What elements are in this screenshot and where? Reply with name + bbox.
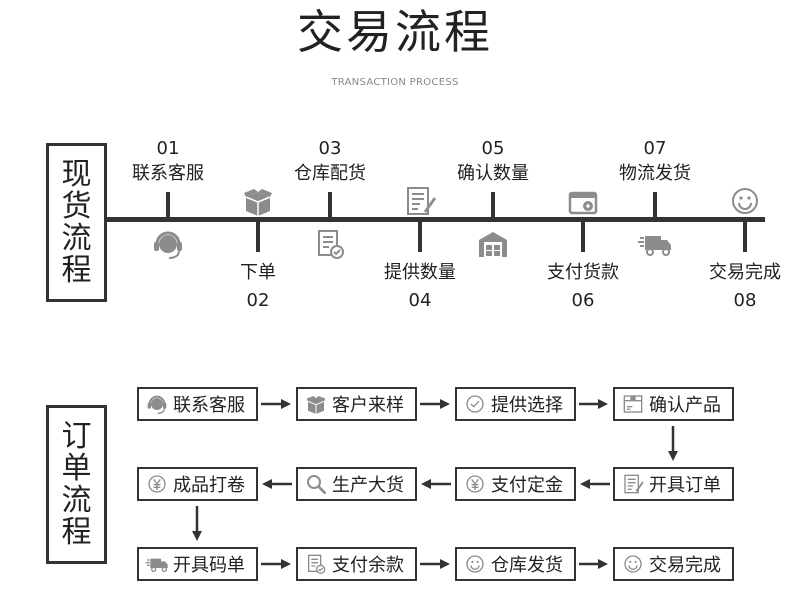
flow-step-label: 支付余款 bbox=[332, 555, 404, 576]
flow-step-box: 仓库发货 bbox=[455, 547, 576, 581]
delivery-truck-icon bbox=[145, 552, 169, 576]
flow-arrow bbox=[580, 478, 610, 490]
flow-step-box: 生产大货 bbox=[296, 467, 417, 501]
timeline-step-number: 07 bbox=[643, 138, 667, 159]
document-edit-icon bbox=[402, 183, 438, 219]
flow-step-label: 确认产品 bbox=[649, 395, 721, 416]
timeline-tick bbox=[328, 192, 332, 222]
timeline-step-number: 03 bbox=[318, 138, 342, 159]
flow-step-box: 成品打卷 bbox=[137, 467, 258, 501]
flow-step-label: 开具订单 bbox=[649, 475, 721, 496]
package-icon bbox=[240, 183, 276, 219]
flow-step-label: 支付定金 bbox=[491, 475, 563, 496]
flow-step-box: 确认产品 bbox=[613, 387, 734, 421]
timeline-step-number: 02 bbox=[246, 290, 270, 311]
package-icon bbox=[304, 392, 328, 416]
wallet-icon bbox=[565, 183, 601, 219]
timeline-tick bbox=[166, 192, 170, 222]
flow-step-label: 生产大货 bbox=[332, 475, 404, 496]
order-label-char: 订 bbox=[61, 418, 92, 454]
headset-icon bbox=[150, 226, 186, 262]
order-label-char: 程 bbox=[61, 514, 92, 550]
spot-label-char: 流 bbox=[61, 220, 92, 256]
timeline-tick bbox=[581, 222, 585, 252]
warehouse-icon bbox=[475, 226, 511, 262]
flow-arrow bbox=[420, 558, 450, 570]
yen-coin-icon bbox=[145, 472, 169, 496]
timeline-tick bbox=[743, 222, 747, 252]
product-box-icon bbox=[621, 392, 645, 416]
timeline-line bbox=[106, 217, 765, 222]
timeline-step-number: 08 bbox=[733, 290, 757, 311]
timeline-step-number: 04 bbox=[408, 290, 432, 311]
order-process-label: 订 单 流 程 bbox=[46, 405, 107, 564]
page-title: 交易流程 bbox=[297, 5, 493, 59]
timeline-step-label: 提供数量 bbox=[384, 262, 456, 283]
flow-arrow bbox=[579, 398, 608, 410]
flow-step-box: 联系客服 bbox=[137, 387, 258, 421]
spot-process-label: 现 货 流 程 bbox=[46, 143, 107, 302]
smiley-icon bbox=[621, 552, 645, 576]
flow-arrow bbox=[667, 426, 679, 461]
flow-arrow bbox=[261, 558, 291, 570]
flow-arrow bbox=[420, 398, 450, 410]
timeline-tick bbox=[256, 222, 260, 252]
timeline-step-number: 05 bbox=[481, 138, 505, 159]
order-label-char: 流 bbox=[61, 482, 92, 518]
flow-arrow bbox=[261, 398, 291, 410]
spot-label-char: 货 bbox=[61, 188, 92, 224]
flow-step-label: 仓库发货 bbox=[491, 555, 563, 576]
flow-step-label: 客户来样 bbox=[332, 395, 404, 416]
check-circle-icon bbox=[463, 392, 487, 416]
flow-arrow bbox=[262, 478, 292, 490]
flow-step-box: 开具订单 bbox=[613, 467, 734, 501]
flow-arrow bbox=[191, 506, 203, 541]
smiley-icon bbox=[463, 552, 487, 576]
spot-label-char: 程 bbox=[61, 252, 92, 288]
timeline-tick bbox=[491, 192, 495, 222]
timeline-step-label: 下单 bbox=[240, 262, 276, 283]
timeline-step-number: 01 bbox=[156, 138, 180, 159]
flow-step-label: 交易完成 bbox=[649, 555, 721, 576]
delivery-truck-icon bbox=[637, 226, 673, 262]
timeline-tick bbox=[418, 222, 422, 252]
timeline-tick bbox=[653, 192, 657, 222]
headset-icon bbox=[145, 392, 169, 416]
flow-step-label: 联系客服 bbox=[173, 395, 245, 416]
document-edit-icon bbox=[621, 472, 645, 496]
flow-step-label: 开具码单 bbox=[173, 555, 245, 576]
flow-step-box: 提供选择 bbox=[455, 387, 576, 421]
timeline-step-number: 06 bbox=[571, 290, 595, 311]
checklist-icon bbox=[304, 552, 328, 576]
flow-step-box: 支付定金 bbox=[455, 467, 576, 501]
yen-coin-icon bbox=[463, 472, 487, 496]
timeline-step-label: 交易完成 bbox=[709, 262, 781, 283]
flow-step-box: 开具码单 bbox=[137, 547, 258, 581]
flow-step-label: 提供选择 bbox=[491, 395, 563, 416]
timeline-step-label: 联系客服 bbox=[132, 163, 204, 184]
flow-arrow bbox=[421, 478, 451, 490]
spot-label-char: 现 bbox=[61, 156, 92, 192]
flow-step-box: 支付余款 bbox=[296, 547, 417, 581]
order-label-char: 单 bbox=[61, 450, 92, 486]
smiley-icon bbox=[727, 183, 763, 219]
search-icon bbox=[304, 472, 328, 496]
flow-step-label: 成品打卷 bbox=[173, 475, 245, 496]
flow-step-box: 交易完成 bbox=[613, 547, 734, 581]
timeline-step-label: 物流发货 bbox=[619, 163, 691, 184]
flow-arrow bbox=[579, 558, 608, 570]
timeline-step-label: 支付货款 bbox=[547, 262, 619, 283]
page-subtitle: TRANSACTION PROCESS bbox=[331, 77, 459, 88]
checklist-icon bbox=[312, 226, 348, 262]
timeline-step-label: 仓库配货 bbox=[294, 163, 366, 184]
flow-step-box: 客户来样 bbox=[296, 387, 417, 421]
timeline-step-label: 确认数量 bbox=[457, 163, 529, 184]
